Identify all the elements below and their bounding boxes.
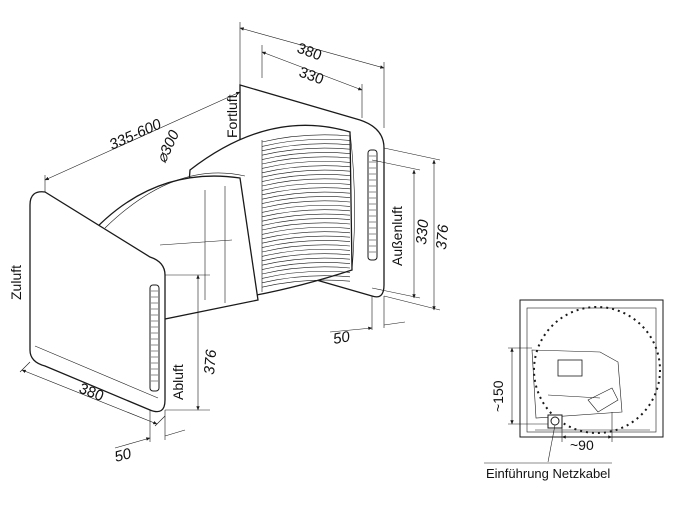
tube-rib	[261, 191, 351, 200]
tube-rib	[261, 160, 351, 169]
dim-376-left: 376	[201, 348, 220, 375]
tube-rib	[261, 152, 351, 160]
tube-rib	[261, 209, 351, 218]
tube-rib	[261, 196, 351, 204]
tube-rib	[261, 134, 351, 143]
label-abluft: Abluft	[170, 364, 186, 400]
tube-rib	[261, 226, 351, 235]
dim-380-top: 380	[295, 40, 324, 65]
outer-grille	[367, 149, 378, 261]
tube-rib	[261, 178, 351, 187]
tube-rib	[261, 231, 351, 240]
dim-150-detail: ~150	[490, 380, 506, 412]
dim-50-bottom: 50	[113, 445, 134, 466]
tube-rib	[261, 253, 351, 262]
tube-rib	[261, 244, 351, 253]
tube-rib	[261, 174, 351, 182]
tube-rib	[261, 156, 351, 165]
tube-rib	[261, 187, 351, 196]
tube-rib	[261, 270, 351, 279]
tube-rib	[261, 262, 351, 270]
dim-335-600: 335-600	[107, 115, 165, 153]
tube-rib	[261, 204, 351, 213]
tube-rib	[261, 222, 351, 231]
tube-rib	[261, 138, 351, 147]
tube-rib	[261, 240, 351, 248]
dim-50-right: 50	[332, 328, 352, 348]
tube-rib	[261, 279, 351, 288]
ventilation-unit-drawing	[19, 22, 441, 449]
dim-330-right: 330	[413, 218, 432, 245]
tube-rib	[261, 266, 351, 275]
tube-rib	[261, 182, 351, 191]
tube-rib	[261, 248, 351, 257]
detail-view	[484, 299, 664, 464]
tube-rib	[261, 165, 351, 174]
tube-rib	[261, 275, 351, 284]
tube-rib	[261, 200, 351, 209]
tube-rib	[261, 235, 351, 244]
dimension-lines	[19, 22, 441, 449]
label-fortluft: Fortluft	[224, 94, 240, 138]
tube-rib	[261, 257, 351, 266]
tube-rib	[261, 143, 351, 152]
label-cable-entry: Einführung Netzkabel	[486, 466, 610, 481]
label-zuluft: Zuluft	[8, 265, 24, 300]
dim-330-top: 330	[297, 64, 326, 89]
label-aussenluft: Außenluft	[389, 206, 405, 266]
tube-rib	[261, 218, 351, 226]
dim-90-detail: ~90	[570, 437, 594, 453]
dim-376-right: 376	[433, 223, 452, 250]
tube-rib	[261, 147, 351, 156]
tube-rib	[261, 169, 351, 178]
tube-rib	[261, 213, 351, 222]
